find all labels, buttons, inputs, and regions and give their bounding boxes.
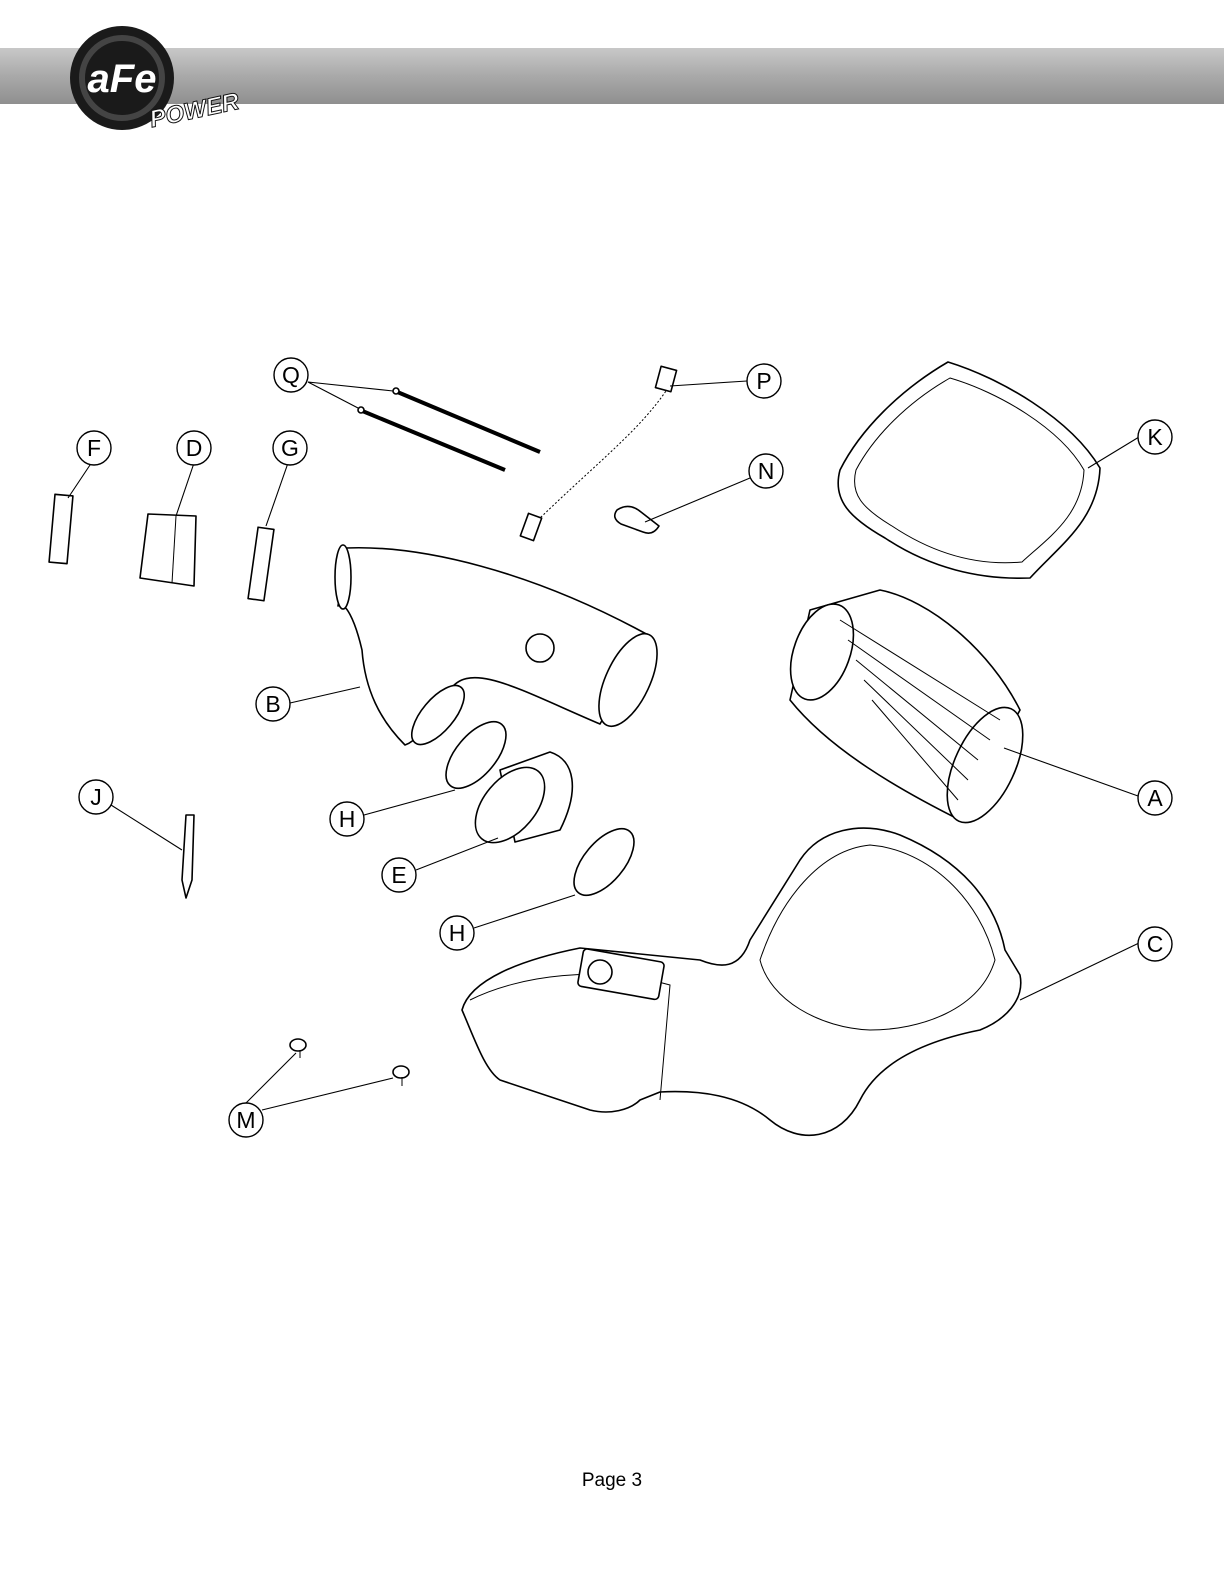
callout-h-upper: H — [329, 801, 365, 837]
svg-text:D: D — [186, 435, 203, 461]
svg-text:F: F — [87, 435, 101, 461]
logo-main-text: aFe — [88, 57, 157, 101]
callout-m: M — [228, 1102, 264, 1138]
svg-text:Q: Q — [282, 362, 300, 388]
svg-text:J: J — [90, 784, 102, 810]
part-k-gasket — [837, 361, 1101, 580]
part-n-clip — [613, 505, 660, 534]
callout-q: Q — [273, 357, 309, 393]
callout-g: G — [272, 430, 308, 466]
callout-f: F — [76, 430, 112, 466]
part-j-pin — [181, 814, 195, 899]
callout-n: N — [748, 453, 784, 489]
svg-text:A: A — [1147, 785, 1163, 811]
callout-a: A — [1137, 780, 1173, 816]
svg-text:H: H — [339, 806, 356, 832]
svg-text:B: B — [265, 691, 280, 717]
callout-d: D — [176, 430, 212, 466]
part-h-lower-clamp — [573, 827, 635, 897]
header-bar — [0, 48, 1224, 104]
callout-c: C — [1137, 926, 1173, 962]
afe-power-logo: aFe POWER — [70, 26, 243, 134]
svg-text:C: C — [1147, 931, 1164, 957]
part-a-filter — [789, 589, 1024, 824]
callout-j: J — [78, 779, 114, 815]
part-f — [48, 493, 74, 565]
svg-text:M: M — [236, 1107, 255, 1133]
page-number: Page 3 — [581, 1470, 643, 1491]
svg-text:H: H — [449, 920, 466, 946]
logo-ring — [79, 35, 165, 121]
part-g — [247, 526, 275, 602]
svg-text:P: P — [756, 368, 771, 394]
svg-text:K: K — [1147, 424, 1163, 450]
logo-disc — [70, 26, 174, 130]
part-e-coupler — [474, 751, 574, 844]
callout-b: B — [255, 686, 291, 722]
part-c-airbox — [461, 827, 1022, 1137]
callout-p: P — [746, 363, 782, 399]
callout-e: E — [381, 857, 417, 893]
svg-text:E: E — [391, 862, 406, 888]
callout-k: K — [1137, 419, 1173, 455]
callout-h-lower: H — [439, 915, 475, 951]
part-m-clips — [289, 1038, 410, 1086]
part-h-upper-clamp — [445, 720, 507, 790]
leader-lines — [67, 380, 1140, 1111]
svg-text:G: G — [281, 435, 299, 461]
part-d-coupler — [139, 513, 197, 587]
part-p-harness — [519, 365, 678, 542]
part-b-intake-tube — [334, 544, 658, 746]
part-q-rods — [357, 387, 541, 472]
svg-text:N: N — [758, 458, 775, 484]
